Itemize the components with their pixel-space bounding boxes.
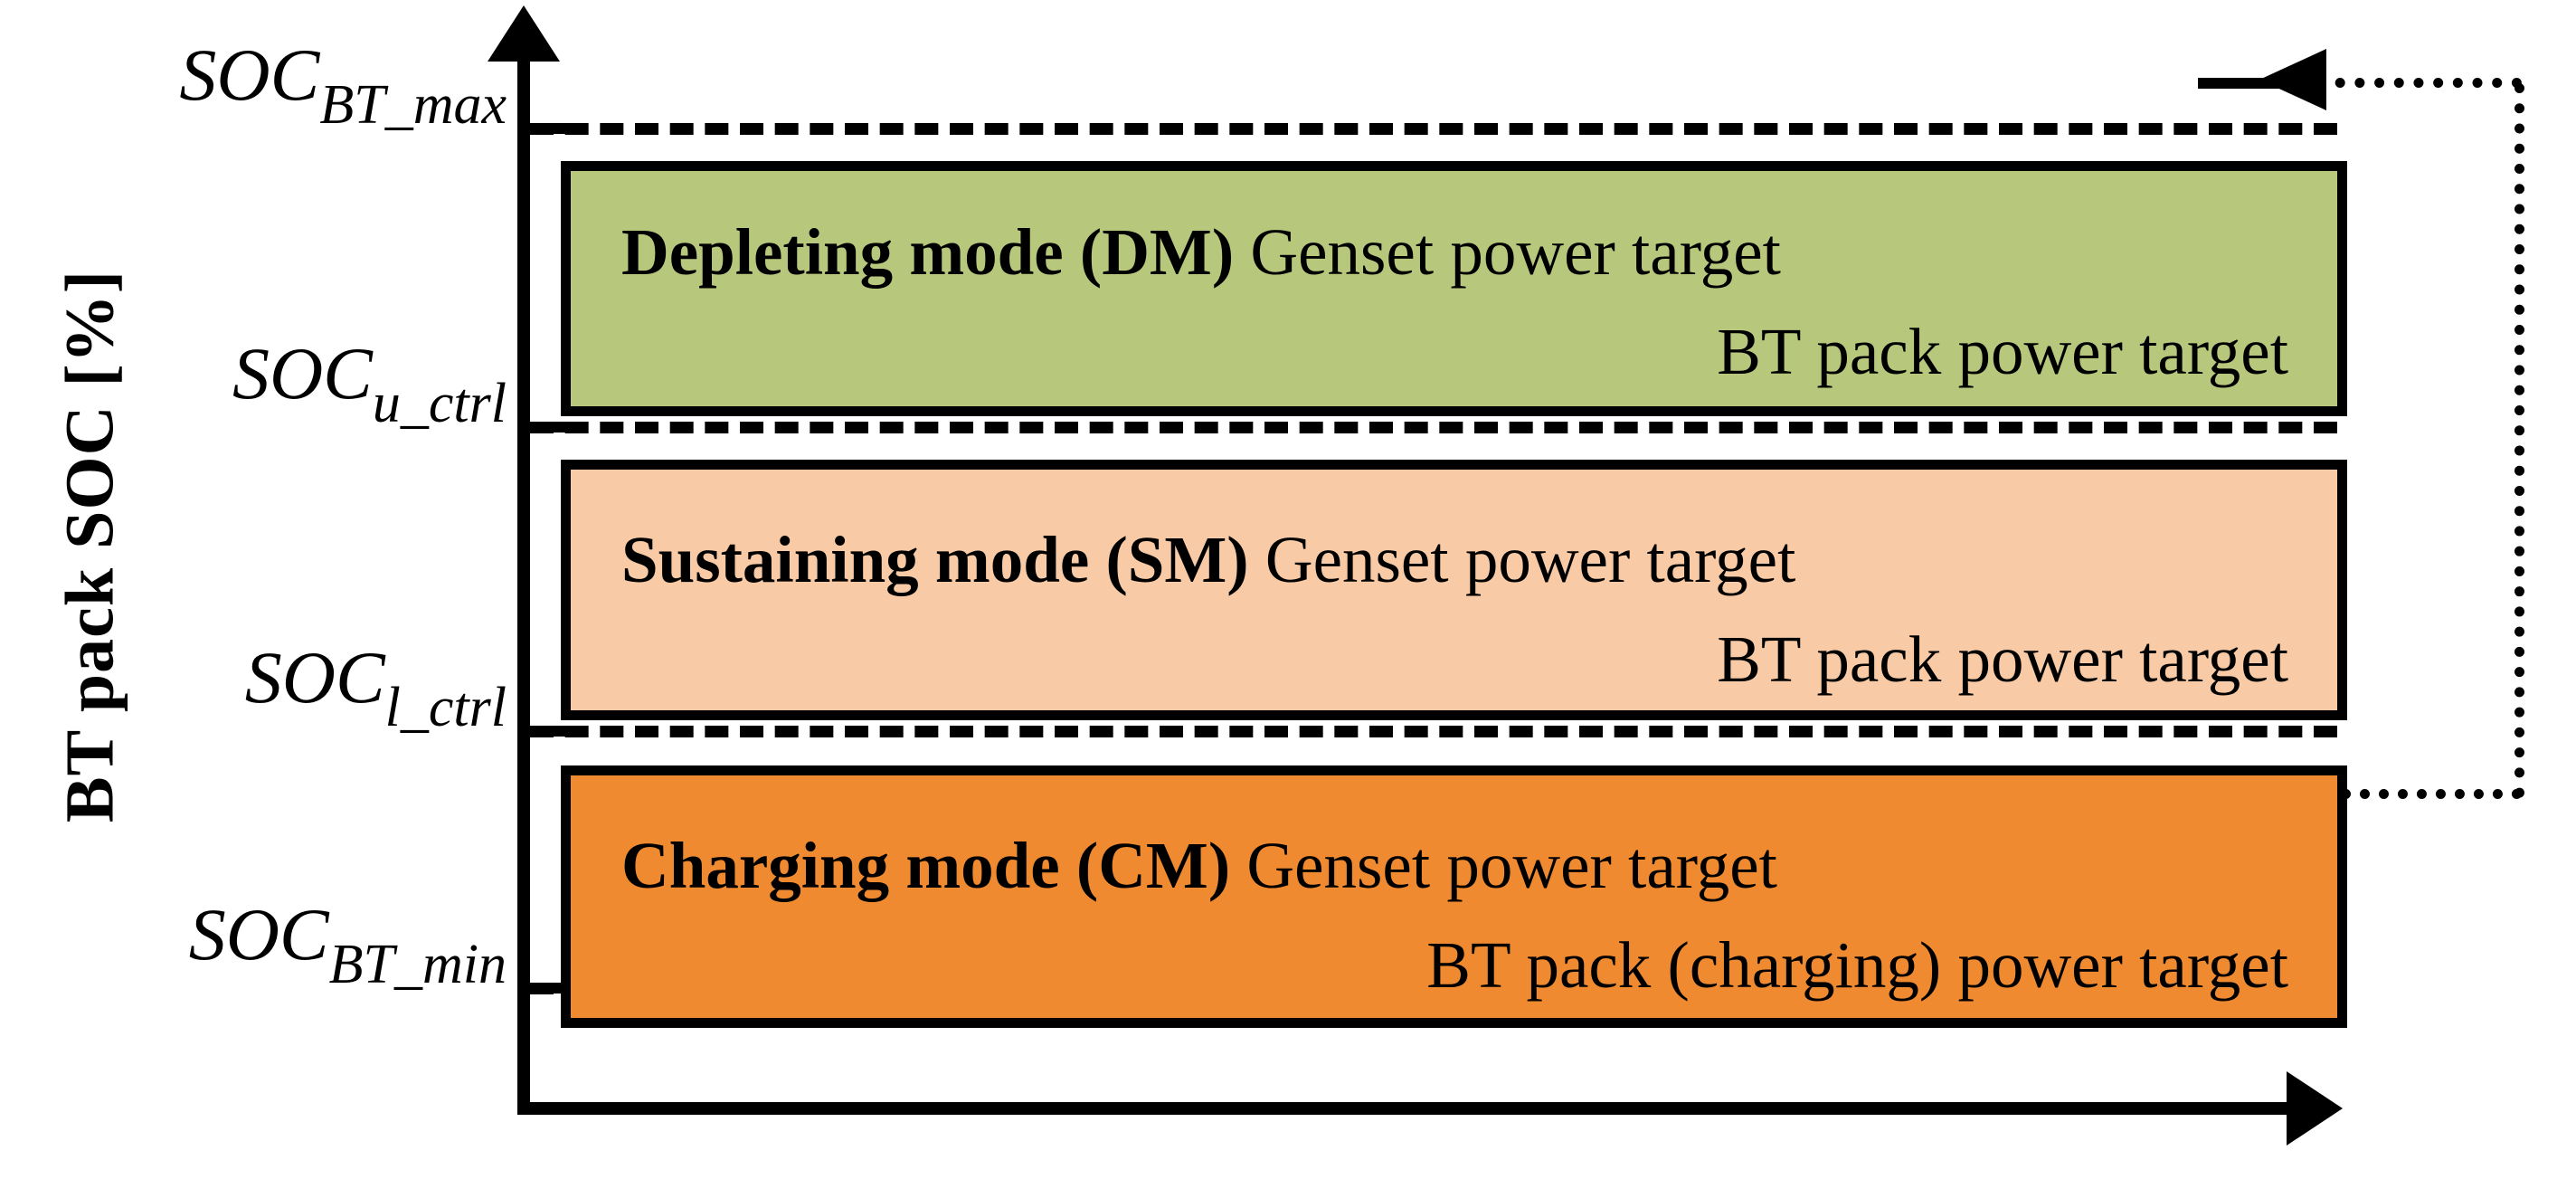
threshold-line-soc-u-ctrl bbox=[530, 422, 2337, 433]
y-axis-label: BT pack SOC [%] bbox=[52, 269, 128, 823]
label-soc-bt-max: SOCBT_max bbox=[99, 38, 507, 137]
depleting-mode-box: Depleting mode (DM) Genset power target … bbox=[561, 161, 2347, 416]
depleting-mode-line1-rest: Genset power target bbox=[1234, 215, 1781, 289]
charging-mode-box: Charging mode (CM) Genset power target B… bbox=[561, 765, 2347, 1028]
feedback-loop-top-segment bbox=[2316, 78, 2522, 88]
label-soc-u-ctrl: SOCu_ctrl bbox=[99, 337, 507, 435]
charging-mode-line2: BT pack (charging) power target bbox=[1426, 928, 2288, 1002]
y-axis-arrowhead-icon bbox=[488, 5, 560, 62]
depleting-mode-title: Depleting mode (DM) bbox=[621, 215, 1235, 289]
label-soc-u-ctrl-sub: u_ctrl bbox=[372, 373, 507, 435]
threshold-line-soc-l-ctrl bbox=[530, 726, 2337, 737]
x-axis-line bbox=[517, 1102, 2297, 1115]
label-soc-bt-min: SOCBT_min bbox=[99, 898, 507, 996]
label-soc-bt-min-sub: BT_min bbox=[328, 934, 507, 996]
feedback-loop-bottom-segment bbox=[2341, 789, 2522, 799]
label-soc-l-ctrl-sub: l_ctrl bbox=[384, 677, 507, 739]
label-soc-bt-min-base: SOC bbox=[188, 893, 329, 975]
depleting-mode-line1: Depleting mode (DM) Genset power target bbox=[621, 214, 1781, 290]
label-soc-l-ctrl-base: SOC bbox=[244, 636, 385, 718]
x-axis-arrowhead-icon bbox=[2287, 1071, 2343, 1146]
depleting-mode-line2: BT pack power target bbox=[1717, 315, 2288, 388]
sustaining-mode-title: Sustaining mode (SM) bbox=[621, 523, 1249, 596]
label-soc-bt-max-sub: BT_max bbox=[319, 74, 507, 137]
charging-mode-line1-rest: Genset power target bbox=[1230, 829, 1777, 902]
label-soc-bt-max-base: SOC bbox=[179, 33, 320, 116]
charging-mode-line1: Charging mode (CM) Genset power target bbox=[621, 828, 1777, 904]
y-axis-line bbox=[517, 51, 530, 1115]
sustaining-mode-line2: BT pack power target bbox=[1717, 623, 2288, 696]
sustaining-mode-line1: Sustaining mode (SM) Genset power target bbox=[621, 522, 1795, 598]
feedback-loop-right-segment bbox=[2514, 83, 2524, 798]
label-soc-u-ctrl-base: SOC bbox=[232, 332, 373, 414]
feedback-loop-arrowhead-icon bbox=[2259, 49, 2326, 110]
sustaining-mode-line1-rest: Genset power target bbox=[1248, 523, 1796, 596]
threshold-line-soc-bt-max bbox=[530, 123, 2337, 135]
sustaining-mode-box: Sustaining mode (SM) Genset power target… bbox=[561, 460, 2347, 720]
label-soc-l-ctrl: SOCl_ctrl bbox=[99, 641, 507, 739]
charging-mode-title: Charging mode (CM) bbox=[621, 829, 1231, 902]
